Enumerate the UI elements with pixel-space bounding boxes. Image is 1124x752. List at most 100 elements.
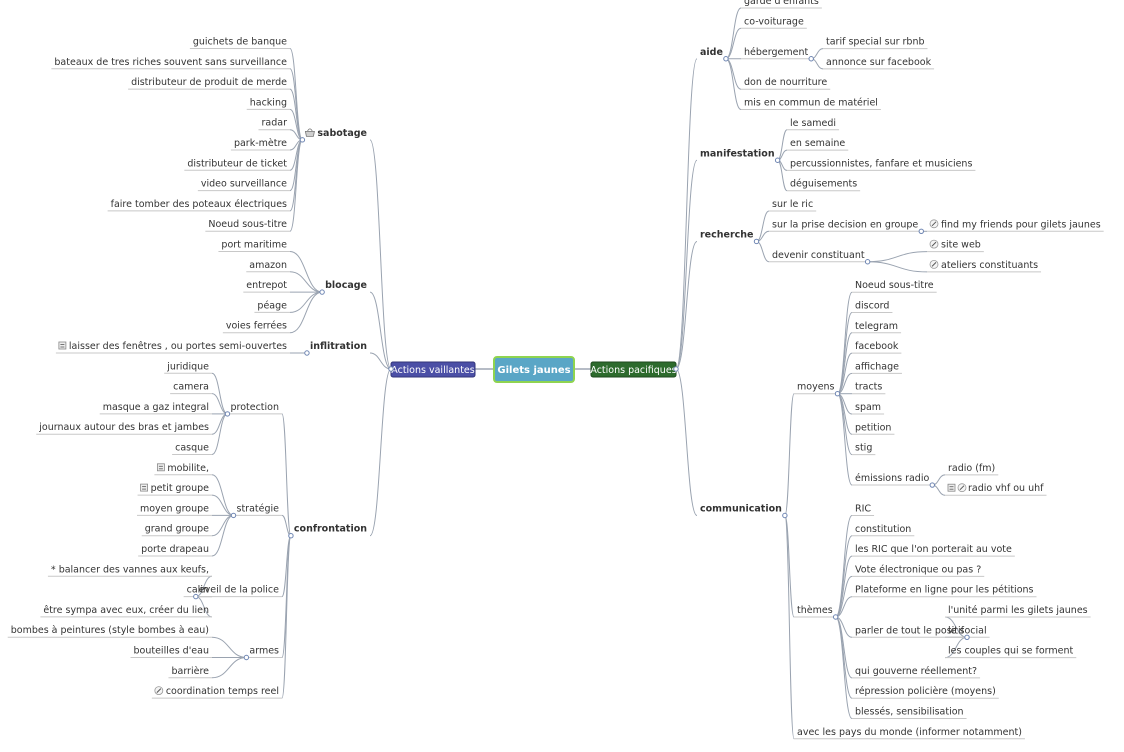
leaf-node[interactable]: stig xyxy=(852,443,876,456)
link-icon[interactable] xyxy=(929,219,939,229)
leaf-node[interactable]: déguisements xyxy=(787,179,861,192)
leaf-node[interactable]: mis en commun de matériel xyxy=(741,98,881,110)
collapse-handle[interactable] xyxy=(929,482,935,488)
leaf-node[interactable]: discord xyxy=(852,301,893,313)
leaf-node[interactable]: faire tomber des poteaux électriques xyxy=(107,199,290,212)
main-branch-left[interactable]: Actions vaillantes xyxy=(390,361,476,378)
leaf-node[interactable]: site web xyxy=(927,239,984,253)
leaf-node[interactable]: péage xyxy=(254,300,290,313)
leaf-node[interactable]: eveil de la police xyxy=(195,585,282,598)
leaf-node[interactable]: bateaux de tres riches souvent sans surv… xyxy=(51,57,290,70)
leaf-node[interactable]: annonce sur facebook xyxy=(823,57,935,70)
leaf-node[interactable]: stratégie xyxy=(233,503,283,516)
leaf-node[interactable]: coordination temps reel xyxy=(151,686,282,699)
link-icon[interactable] xyxy=(957,483,967,493)
collapse-handle[interactable] xyxy=(319,289,325,295)
leaf-node[interactable]: find my friends pour gilets jaunes xyxy=(927,219,1104,232)
leaf-node[interactable]: moyens xyxy=(794,382,838,395)
leaf-node[interactable]: juridique xyxy=(164,361,212,374)
leaf-node[interactable]: les RIC que l'on porterait au vote xyxy=(852,544,1015,557)
leaf-node[interactable]: tarif special sur rbnb xyxy=(823,37,928,50)
leaf-node[interactable]: Plateforme en ligne pour les pétitions xyxy=(852,585,1037,598)
note-icon[interactable] xyxy=(156,463,165,472)
main-branch-right[interactable]: Actions pacifiques xyxy=(590,361,677,378)
leaf-node[interactable]: protection xyxy=(227,402,282,415)
leaf-node[interactable]: affichage xyxy=(852,361,902,374)
leaf-node[interactable]: bouteilles d'eau xyxy=(130,646,213,658)
leaf-node[interactable]: répression policière (moyens) xyxy=(852,686,999,699)
leaf-node[interactable]: qui gouverne réellement? xyxy=(852,666,981,679)
leaf-node[interactable]: émissions radio xyxy=(852,473,933,486)
collapse-handle[interactable] xyxy=(388,366,394,372)
leaf-node[interactable]: porte drapeau xyxy=(138,544,212,557)
collapse-handle[interactable] xyxy=(243,654,250,661)
collapse-handle[interactable] xyxy=(834,391,841,397)
link-icon[interactable] xyxy=(929,259,939,269)
leaf-node[interactable]: distributeur de produit de merde xyxy=(128,77,290,90)
collapse-handle[interactable] xyxy=(808,56,814,62)
leaf-node[interactable]: petition xyxy=(852,422,895,435)
leaf-node[interactable]: hébergement xyxy=(741,47,812,60)
leaf-node[interactable]: telegram xyxy=(852,321,902,334)
leaf-node[interactable]: masque a gaz integral xyxy=(99,402,212,415)
note-icon[interactable] xyxy=(947,483,956,492)
leaf-node[interactable]: park-mètre xyxy=(230,138,290,151)
leaf-node[interactable]: port maritime xyxy=(218,240,290,252)
leaf-node[interactable]: radar xyxy=(258,118,291,131)
leaf-node[interactable]: co-voiturage xyxy=(741,16,807,29)
leaf-node[interactable]: le samedi xyxy=(787,118,840,131)
leaf-node[interactable]: radio vhf ou uhf xyxy=(945,483,1047,496)
branch-node[interactable]: confrontation xyxy=(294,524,367,535)
link-icon[interactable] xyxy=(929,239,939,249)
leaf-node[interactable]: facebook xyxy=(852,341,902,354)
leaf-node[interactable]: laisser des fenêtres , ou portes semi-ou… xyxy=(55,341,290,354)
leaf-node[interactable]: video surveillance xyxy=(197,179,290,192)
branch-node[interactable]: inflitration xyxy=(310,341,367,352)
collapse-handle[interactable] xyxy=(832,614,839,620)
leaf-node[interactable]: constitution xyxy=(852,524,915,537)
branch-node[interactable]: blocage xyxy=(325,280,367,291)
collapse-handle[interactable] xyxy=(864,259,871,265)
leaf-node[interactable]: moyen groupe xyxy=(136,503,212,516)
central-topic[interactable]: Gilets jaunes xyxy=(493,356,575,383)
branch-node[interactable]: communication xyxy=(700,504,782,515)
leaf-node[interactable]: journaux autour des bras et jambes xyxy=(36,422,212,435)
leaf-node[interactable]: sur le ric xyxy=(769,199,817,212)
leaf-node[interactable]: barrière xyxy=(168,666,212,679)
branch-node[interactable]: recherche xyxy=(700,229,754,240)
leaf-node[interactable]: * balancer des vannes aux keufs, xyxy=(47,564,212,577)
leaf-node[interactable]: spam xyxy=(852,402,885,415)
collapse-handle[interactable] xyxy=(723,56,729,62)
leaf-node[interactable]: ateliers constituants xyxy=(927,259,1042,273)
leaf-node[interactable]: don de nourriture xyxy=(741,77,831,90)
leaf-node[interactable]: devenir constituant xyxy=(769,250,868,263)
collapse-handle[interactable] xyxy=(304,350,310,356)
note-icon[interactable] xyxy=(58,341,67,350)
collapse-handle[interactable] xyxy=(193,593,199,600)
leaf-node[interactable]: blessés, sensibilisation xyxy=(852,707,967,719)
leaf-node[interactable]: amazon xyxy=(246,260,290,273)
branch-node[interactable]: manifestation xyxy=(700,148,775,159)
link-icon[interactable] xyxy=(154,686,164,695)
collapse-handle[interactable] xyxy=(224,411,231,417)
collapse-handle[interactable] xyxy=(753,238,760,245)
leaf-node[interactable]: RIC xyxy=(852,504,875,516)
leaf-node[interactable]: radio (fm) xyxy=(945,463,999,476)
collapse-handle[interactable] xyxy=(299,137,306,143)
branch-node[interactable]: aide xyxy=(700,47,723,58)
leaf-node[interactable]: tracts xyxy=(852,382,886,395)
leaf-node[interactable]: Noeud sous-titre xyxy=(852,280,937,293)
leaf-node[interactable]: entrepot xyxy=(243,280,290,293)
leaf-node[interactable]: armes xyxy=(246,646,282,658)
leaf-node[interactable]: bombes à peintures (style bombes à eau) xyxy=(7,625,212,638)
collapse-handle[interactable] xyxy=(782,512,788,519)
collapse-handle[interactable] xyxy=(964,634,970,640)
leaf-node[interactable]: camera xyxy=(170,382,212,395)
leaf-node[interactable]: voies ferrées xyxy=(222,321,290,334)
leaf-node[interactable]: hacking xyxy=(246,97,290,110)
leaf-node[interactable]: sur la prise decision en groupe xyxy=(769,219,922,232)
leaf-node[interactable]: grand groupe xyxy=(141,524,212,537)
collapse-handle[interactable] xyxy=(774,157,781,163)
leaf-node[interactable]: casque xyxy=(172,443,212,455)
note-icon[interactable] xyxy=(140,483,148,492)
